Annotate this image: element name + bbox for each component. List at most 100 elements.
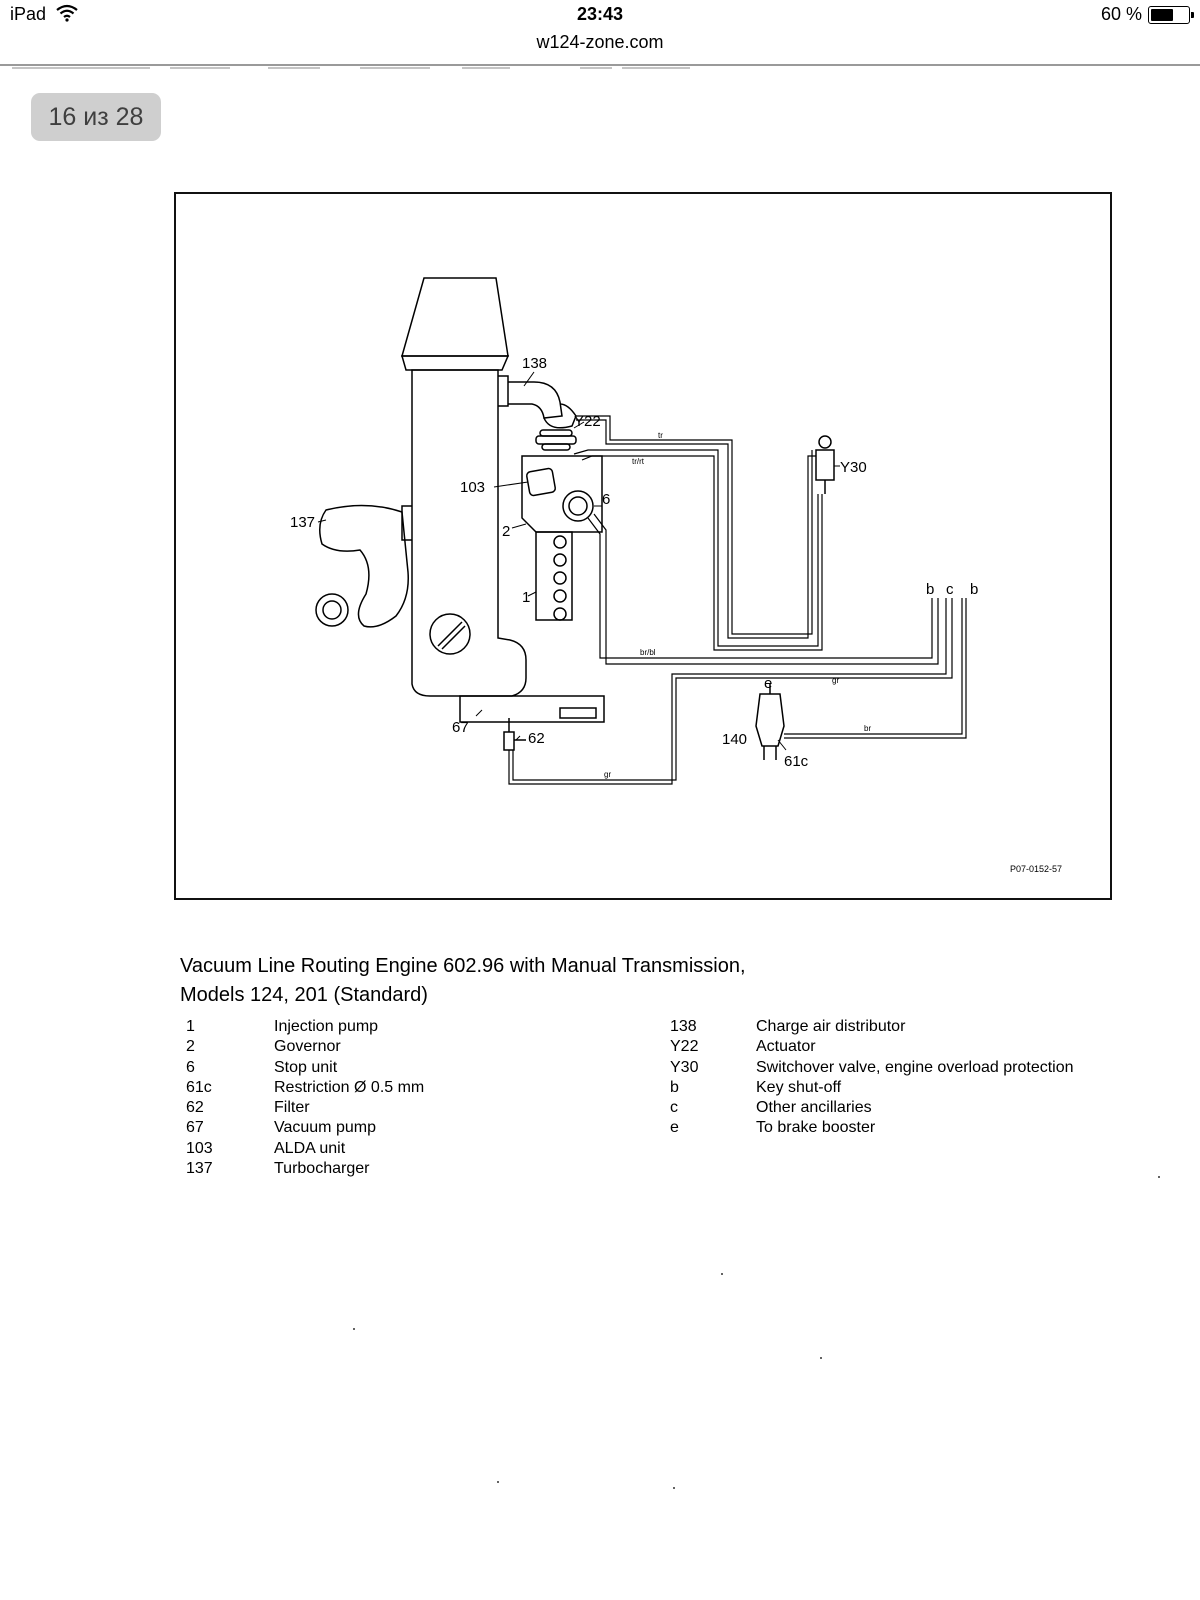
legend-item: b Key shut-off — [670, 1078, 1074, 1098]
legend-item: 2 Governor — [186, 1037, 424, 1057]
filter — [503, 731, 515, 751]
legend-left: 1 Injection pump 2 Governor 6 Stop unit 61c… — [186, 1017, 424, 1179]
vacuum-lines — [508, 415, 967, 785]
legend-text: Actuator — [756, 1038, 816, 1056]
turbo-flange — [401, 505, 412, 541]
legend-item: Y30 Switchover valve, engine overload pro… — [670, 1058, 1074, 1078]
alda-unit — [525, 467, 557, 497]
check-valve-140 — [755, 693, 785, 747]
legend-code: 6 — [186, 1058, 195, 1076]
legend-right: 138 Charge air distributor Y22 Actuator Y3… — [670, 1017, 1074, 1139]
caption-line-1: Vacuum Line Routing Engine 602.96 with M… — [180, 955, 746, 977]
scan-speck — [721, 1273, 723, 1275]
legend-code: 103 — [186, 1139, 213, 1157]
legend-item: 1 Injection pump — [186, 1017, 424, 1037]
battery-icon — [1148, 5, 1194, 24]
battery-percent: 60 % — [1100, 4, 1142, 24]
oil-filler-cap — [429, 613, 471, 655]
legend-text: Charge air distributor — [756, 1018, 906, 1035]
label-y22: Y22 — [574, 413, 601, 430]
stop-unit — [562, 490, 594, 522]
label-137: 137 — [290, 514, 315, 531]
legend-code: e — [670, 1119, 679, 1137]
page-counter[interactable]: 16 из 28 — [31, 93, 161, 141]
legend-code: 62 — [186, 1099, 204, 1117]
scan-speck — [353, 1328, 355, 1330]
battery-indicator: 60 % — [1100, 4, 1194, 25]
legend-item: c Other ancillaries — [670, 1098, 1074, 1118]
label-y30: Y30 — [840, 459, 867, 476]
legend-item: 62 Filter — [186, 1098, 424, 1118]
clock: 23:43 — [576, 4, 624, 24]
legend-text: Key shut-off — [756, 1078, 842, 1096]
legend-item: 67 Vacuum pump — [186, 1118, 424, 1138]
caption-line-2: Models 124, 201 (Standard) — [180, 984, 428, 1006]
address-bar[interactable]: w124-zone.com — [536, 32, 664, 52]
legend-item: 137 Turbocharger — [186, 1159, 424, 1179]
label-61c: 61c — [784, 753, 809, 770]
legend-code: 1 — [186, 1018, 195, 1035]
intake-collar — [401, 355, 510, 371]
figure-reference: P07-0152-57 — [1010, 864, 1062, 874]
scan-speck — [820, 1357, 822, 1359]
wire-label-gr-upper: gr — [832, 676, 839, 685]
legend-text: Other ancillaries — [756, 1099, 872, 1117]
legend-code: 61c — [186, 1078, 212, 1096]
legend-text: Injection pump — [274, 1018, 379, 1035]
legend-item: e To brake booster — [670, 1118, 1074, 1138]
label-b-second: b — [970, 581, 978, 598]
legend-text: Vacuum pump — [274, 1119, 376, 1137]
figure-frame: 138 Y22 Y30 103 6 137 2 1 b c b e 67 62 … — [174, 192, 1112, 900]
charge-air-distributor — [498, 375, 509, 407]
legend-code: c — [670, 1099, 678, 1117]
scan-speck — [1158, 1176, 1160, 1178]
legend-code: 67 — [186, 1119, 204, 1137]
scan-speck — [497, 1481, 499, 1483]
legend-text: To brake booster — [756, 1119, 876, 1137]
turbocharger — [319, 504, 409, 628]
engine-block — [411, 369, 527, 697]
legend-code: Y22 — [670, 1038, 699, 1056]
label-67: 67 — [452, 719, 469, 736]
label-140: 140 — [722, 731, 747, 748]
legend-text: Restriction Ø 0.5 mm — [274, 1078, 425, 1096]
battery-fill — [1151, 8, 1173, 21]
legend-code: 2 — [186, 1038, 195, 1056]
legend-text: Switchover valve, engine overload protec… — [756, 1058, 1074, 1076]
legend-code: b — [670, 1078, 679, 1096]
wire-label-tr-rt: tr/rt — [632, 457, 645, 466]
wire-label-tr: tr — [658, 431, 663, 440]
label-b-first: b — [926, 581, 934, 598]
device-name: iPad — [10, 4, 47, 24]
switchover-valve-y30 — [815, 449, 835, 481]
wire-label-br-bl: br/bl — [640, 648, 656, 657]
label-138: 138 — [522, 355, 547, 372]
legend-code: 137 — [186, 1160, 213, 1178]
legend-item: Y22 Actuator — [670, 1037, 1074, 1057]
status-bar: iPad 23:43 w124-zone.com 60 % — [0, 0, 1200, 66]
label-2: 2 — [502, 523, 510, 540]
injection-pump — [535, 531, 573, 621]
vacuum-pump — [459, 695, 605, 723]
legend-text: Stop unit — [274, 1058, 338, 1076]
legend-code: Y30 — [670, 1058, 699, 1076]
scan-speck — [673, 1487, 675, 1489]
wire-label-gr-lower: gr — [604, 770, 611, 779]
label-6: 6 — [602, 491, 610, 508]
legend-code: 138 — [670, 1018, 697, 1035]
legend-text: ALDA unit — [274, 1139, 346, 1157]
legend-text: Governor — [274, 1038, 341, 1056]
legend-item: 61c Restriction Ø 0.5 mm — [186, 1078, 424, 1098]
air-intake — [401, 277, 509, 357]
legend-text: Turbocharger — [274, 1160, 370, 1178]
label-c: c — [946, 581, 954, 598]
legend-text: Filter — [274, 1099, 310, 1117]
battery-tip — [1191, 11, 1194, 18]
scan-artifact — [12, 67, 690, 69]
legend-item: 6 Stop unit — [186, 1058, 424, 1078]
label-103: 103 — [460, 479, 485, 496]
figure-caption: Vacuum Line Routing Engine 602.96 with M… — [180, 952, 746, 1010]
actuator-y22 — [535, 435, 577, 445]
label-1: 1 — [522, 589, 530, 606]
label-62: 62 — [528, 730, 545, 747]
